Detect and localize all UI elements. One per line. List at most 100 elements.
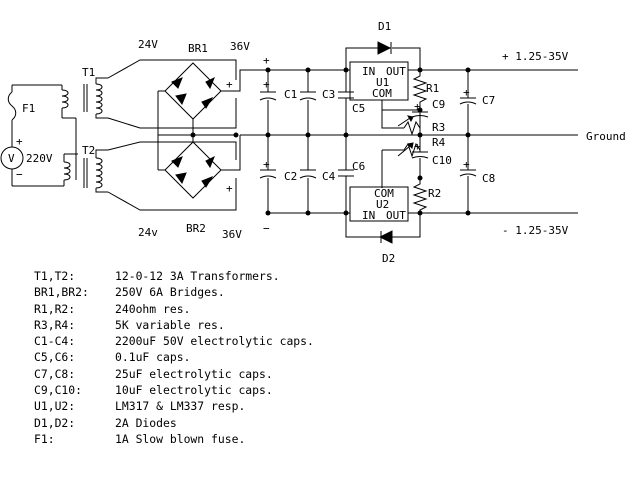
legend-row: BR1,BR2:250V 6A Bridges. (34, 284, 314, 300)
legend-key: R3,R4: (34, 317, 76, 332)
legend-value: 10uF electrolytic caps. (115, 383, 273, 398)
label-d2: D2 (382, 252, 395, 265)
transformer-t2: T2 (63, 144, 108, 193)
label-t1: T1 (82, 66, 95, 79)
label-output-positive: + 1.25-35V (502, 50, 569, 63)
legend-key: C1-C4: (34, 334, 76, 349)
ac-source (0, 146, 24, 170)
c1-plus: + (263, 78, 270, 91)
regulator-u2: COM U2 IN OUT (349, 186, 409, 222)
label-output-negative: - 1.25-35V (502, 224, 569, 237)
legend-row: C7,C8: 25uF electrolytic caps. (34, 366, 314, 382)
variable-resistor-r4: R4 (397, 136, 446, 158)
regulator-u1: IN OUT U1 COM (349, 61, 409, 129)
source-symbol: V (8, 152, 15, 165)
legend-row: R1,R2: 240ohm res. (34, 301, 314, 317)
legend-value: 12-0-12 3A Transformers. (115, 269, 280, 283)
label-c5: C5 (352, 102, 365, 115)
legend-value: 25uF electrolytic caps. (115, 366, 273, 381)
c9-plus: + (414, 100, 421, 113)
u2-in-label: IN (362, 209, 375, 222)
legend-value: 1A Slow blown fuse. (115, 431, 246, 446)
u2-out-label: OUT (386, 209, 406, 222)
label-r2: R2 (428, 187, 441, 200)
br2-plus: + (226, 182, 233, 195)
variable-resistor-r3: R3 (397, 115, 445, 136)
u1-com-label: COM (372, 87, 392, 100)
legend-key: C5,C6: (34, 350, 76, 365)
label-t2: T2 (82, 144, 95, 157)
legend-row: U1,U2: LM317 & LM337 resp. (34, 398, 314, 414)
c10-plus: + (414, 140, 421, 153)
filter-capacitors: C1 C2 C3 C4 + + (259, 70, 336, 213)
label-c10: C10 (432, 154, 452, 167)
label-c3: C3 (322, 88, 335, 101)
label-24v-bottom: 24v (138, 226, 158, 239)
u1-out-label: OUT (386, 65, 406, 78)
legend-key: BR1,BR2: (34, 285, 89, 300)
label-c6: C6 (352, 160, 365, 173)
label-36v-top: 36V (230, 40, 250, 53)
legend-row: D1,D2: 2A Diodes (34, 415, 314, 431)
legend-key: T1,T2: (34, 269, 76, 283)
u2-name: U2 (376, 198, 389, 211)
label-c4: C4 (322, 170, 336, 183)
resistor-r1: R1 (412, 70, 439, 110)
label-r4: R4 (432, 136, 446, 149)
source-plus: + (16, 135, 23, 148)
label-r1: R1 (426, 82, 439, 95)
transformer-t1: T1 (61, 66, 108, 180)
label-c8: C8 (482, 172, 495, 185)
label-c2: C2 (284, 170, 297, 183)
br1-plus: + (226, 78, 233, 91)
label-c1: C1 (284, 88, 297, 101)
label-c7: C7 (482, 94, 495, 107)
bypass-capacitors: C5 C6 (338, 70, 365, 213)
c2-plus: + (263, 158, 270, 171)
legend-key: C7,C8: (34, 366, 76, 381)
legend-value: 240ohm res. (115, 301, 191, 316)
legend-key: C9,C10: (34, 383, 83, 398)
label-br2: BR2 (186, 222, 206, 235)
label-r3: R3 (432, 121, 445, 134)
legend-key: F1: (34, 431, 55, 446)
diode-d2: D2 (345, 213, 421, 265)
rail-minus: − (263, 222, 270, 235)
legend-row: C9,C10: 10uF electrolytic caps. (34, 382, 314, 398)
bridge-br1: BR1 + (158, 42, 236, 120)
legend-value: LM317 & LM337 resp. (115, 399, 246, 414)
u2-com-label: COM (374, 187, 394, 200)
legend-value: 5K variable res. (115, 317, 225, 332)
c8-plus: + (463, 158, 470, 171)
label-f1: F1 (22, 102, 35, 115)
bridge-br2: BR2 + (158, 141, 236, 235)
legend-key: U1,U2: (34, 399, 76, 414)
label-c9: C9 (432, 98, 445, 111)
capacitor-c8: C8 + + (459, 86, 495, 213)
legend-row: F1: 1A Slow blown fuse. (34, 431, 314, 447)
mains-input: V F1 220V + − (0, 84, 65, 187)
c7-plus: + (463, 86, 470, 99)
legend-value: 2A Diodes (115, 415, 177, 430)
label-36v-bottom: 36V (222, 228, 242, 241)
capacitor-c7: C7 (459, 70, 495, 135)
label-br1: BR1 (188, 42, 208, 55)
label-ground: Ground (586, 130, 626, 143)
legend-key: D1,D2: (34, 415, 76, 430)
u1-name: U1 (376, 76, 389, 89)
legend-key: R1,R2: (34, 301, 76, 316)
u1-in-label: IN (362, 65, 375, 78)
rail-plus: + (263, 54, 270, 67)
legend-row: T1,T2: 12-0-12 3A Transformers. (34, 268, 314, 284)
junction-dots (190, 67, 471, 216)
source-minus: − (16, 168, 23, 181)
legend-value: 2200uF 50V electrolytic caps. (115, 334, 314, 349)
legend-value: 0.1uF caps. (115, 350, 191, 365)
label-d1: D1 (378, 20, 391, 33)
legend-row: C5,C6: 0.1uF caps. (34, 349, 314, 365)
resistor-r2: R2 (412, 178, 441, 213)
legend-row: R3,R4: 5K variable res. (34, 317, 314, 333)
component-legend: T1,T2:12-0-12 3A Transformers.BR1,BR2:25… (34, 268, 314, 447)
fuse-f1 (7, 91, 17, 121)
